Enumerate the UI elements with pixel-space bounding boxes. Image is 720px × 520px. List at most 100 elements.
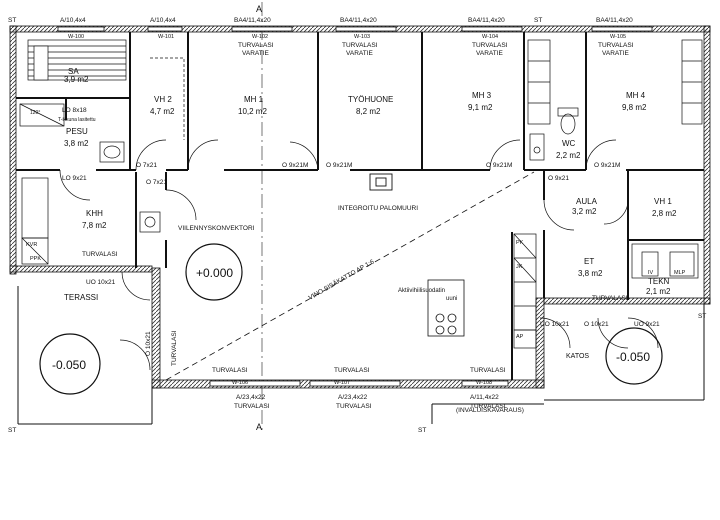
varatie-mh1: VARATIE: [242, 50, 270, 57]
section-mark-bottom: A: [256, 422, 262, 432]
t-ikkuna-note: T-ikkuna lasitettu: [58, 117, 96, 123]
kitchen-island: [427, 279, 465, 337]
sauna-angle-note: 120°: [30, 110, 40, 116]
door-label-khh: LO 9x21: [62, 175, 87, 182]
door-label-vh2: O 7x21: [146, 179, 167, 186]
level-terassi: -0.050: [52, 358, 86, 372]
turvalasi-mh3: TURVALASI: [472, 42, 508, 49]
st-marker-2: ST: [534, 17, 542, 24]
turvalasi-bottom-3-below: TURVALASI: [470, 403, 506, 410]
room-name-vh1: VH 1: [654, 197, 672, 206]
door-swings: [59, 139, 659, 371]
room-area-et: 3,8 m2: [578, 269, 603, 278]
level-katos: -0.050: [616, 350, 650, 364]
room-name-sauna: SA: [68, 67, 79, 76]
room-area-mh3: 9,1 m2: [468, 103, 493, 112]
turvalasi-mh4: TURVALASI: [598, 42, 634, 49]
room-area-vh1: 2,8 m2: [652, 209, 677, 218]
room-area-pesu: 3,8 m2: [64, 139, 89, 148]
turvalasi-tyohuone: TURVALASI: [342, 42, 378, 49]
window-size-1: A/10,4x4: [60, 17, 86, 24]
room-area-khh: 7,8 m2: [82, 221, 107, 230]
st-marker-1: ST: [8, 17, 16, 24]
window-size-2: A/10,4x4: [150, 17, 176, 24]
door-label-katos-2: UO 10x21: [540, 321, 570, 328]
varatie-mh3: VARATIE: [476, 50, 504, 57]
section-mark-top: A: [256, 4, 262, 14]
aktiivi-label: Aktiivihiilisuodatin: [398, 288, 445, 294]
invaluiska-label: (INVALUISKAVARAUS): [456, 407, 524, 414]
st-marker-5: ST: [698, 313, 706, 320]
door-lo8x18: LO 8x18: [62, 107, 87, 114]
st-marker-4: ST: [418, 427, 426, 434]
room-name-tekn: TEKN: [648, 277, 670, 286]
jk-label: JK: [516, 264, 523, 270]
tekn-equipment: [631, 243, 699, 279]
wc-fixtures: [529, 107, 579, 161]
kitchen-cabinets: [513, 233, 537, 349]
katos-outline: [431, 304, 705, 424]
level-marker-katos: [605, 327, 663, 385]
window-tag-1: W-100: [68, 34, 84, 40]
level-marker-main: [185, 243, 243, 301]
door-label-olohuone: O 10x21: [145, 331, 152, 356]
room-name-et: ET: [584, 257, 594, 266]
ap-label: AP: [516, 334, 524, 340]
door-label-terassi: UO 10x21: [86, 279, 116, 286]
turvalasi-bottom-1: TURVALASI: [212, 367, 248, 374]
door-label-mh3: O 9x21M: [486, 162, 512, 169]
vh2-shelf: [150, 57, 185, 140]
palomuuri-label: INTEGROITU PALOMUURI: [338, 205, 418, 212]
window-size-4: BA4/11,4x20: [340, 17, 377, 24]
window-tag-2: W-101: [158, 34, 174, 40]
sauna-benches: [27, 39, 127, 81]
window-tag-4: W-103: [354, 34, 370, 40]
turvalasi-khh: TURVALASI: [82, 251, 118, 258]
turvalasi-left: TURVALASI: [171, 330, 178, 366]
turvalasi-et: TURVALASI: [592, 295, 628, 302]
turvalasi-mh1: TURVALASI: [238, 42, 274, 49]
window-size-7: A/23,4x22: [236, 394, 266, 401]
window-tag-9: W-108: [476, 380, 492, 386]
window-size-5: BA4/11,4x20: [468, 17, 505, 24]
window-size-6: BA4/11,4x20: [596, 17, 633, 24]
door-label-tyohuone: O 9x21M: [326, 162, 352, 169]
window-size-8: A/23,4x22: [338, 394, 368, 401]
window-tag-7: W-106: [232, 380, 248, 386]
room-name-wc: WC: [562, 139, 576, 148]
sloped-ceiling-line: [165, 171, 535, 381]
turvalasi-bottom-2-below: TURVALASI: [336, 403, 372, 410]
top-windows: [57, 26, 653, 32]
fireplace: [369, 173, 393, 191]
kvr-label: KVR: [26, 242, 37, 248]
uuni-label: uuni: [446, 296, 457, 302]
room-name-aula: AULA: [576, 197, 598, 206]
room-name-katos: KATOS: [566, 353, 589, 360]
window-tag-8: W-107: [334, 380, 350, 386]
mh4-wardrobes: [527, 39, 703, 125]
bottom-windows: [209, 380, 509, 387]
room-name-tyohuone: TYÖHUONE: [348, 95, 393, 104]
room-area-vh2: 4,7 m2: [150, 107, 175, 116]
iv-label: IV: [648, 270, 654, 276]
terassi-outline: [17, 286, 153, 425]
room-name-pesu: PESU: [66, 127, 88, 136]
window-tag-3: W-102: [252, 34, 268, 40]
pk-label: PK: [516, 240, 524, 246]
room-area-mh4: 9,8 m2: [622, 103, 647, 112]
shower-fixtures: [19, 103, 125, 163]
room-name-terassi: TERASSI: [64, 293, 98, 302]
window-tag-6: W-105: [610, 34, 626, 40]
door-label-tekn: UO 9x21: [634, 321, 660, 328]
window-size-3: BA4/11,4x20: [234, 17, 271, 24]
vino-label: VINO SISÄKATTO AP 1:6: [307, 257, 376, 301]
room-area-sauna: 3,9 m2: [64, 75, 89, 84]
window-size-9: A/11,4x22: [470, 394, 499, 401]
room-area-wc: 2,2 m2: [556, 151, 581, 160]
turvalasi-bottom-1-below: TURVALASI: [234, 403, 270, 410]
ppk-label: PPK: [30, 256, 41, 262]
room-area-mh1: 10,2 m2: [238, 107, 267, 116]
viilennys-label: VIILENNYSKONVEKTORI: [178, 225, 255, 232]
